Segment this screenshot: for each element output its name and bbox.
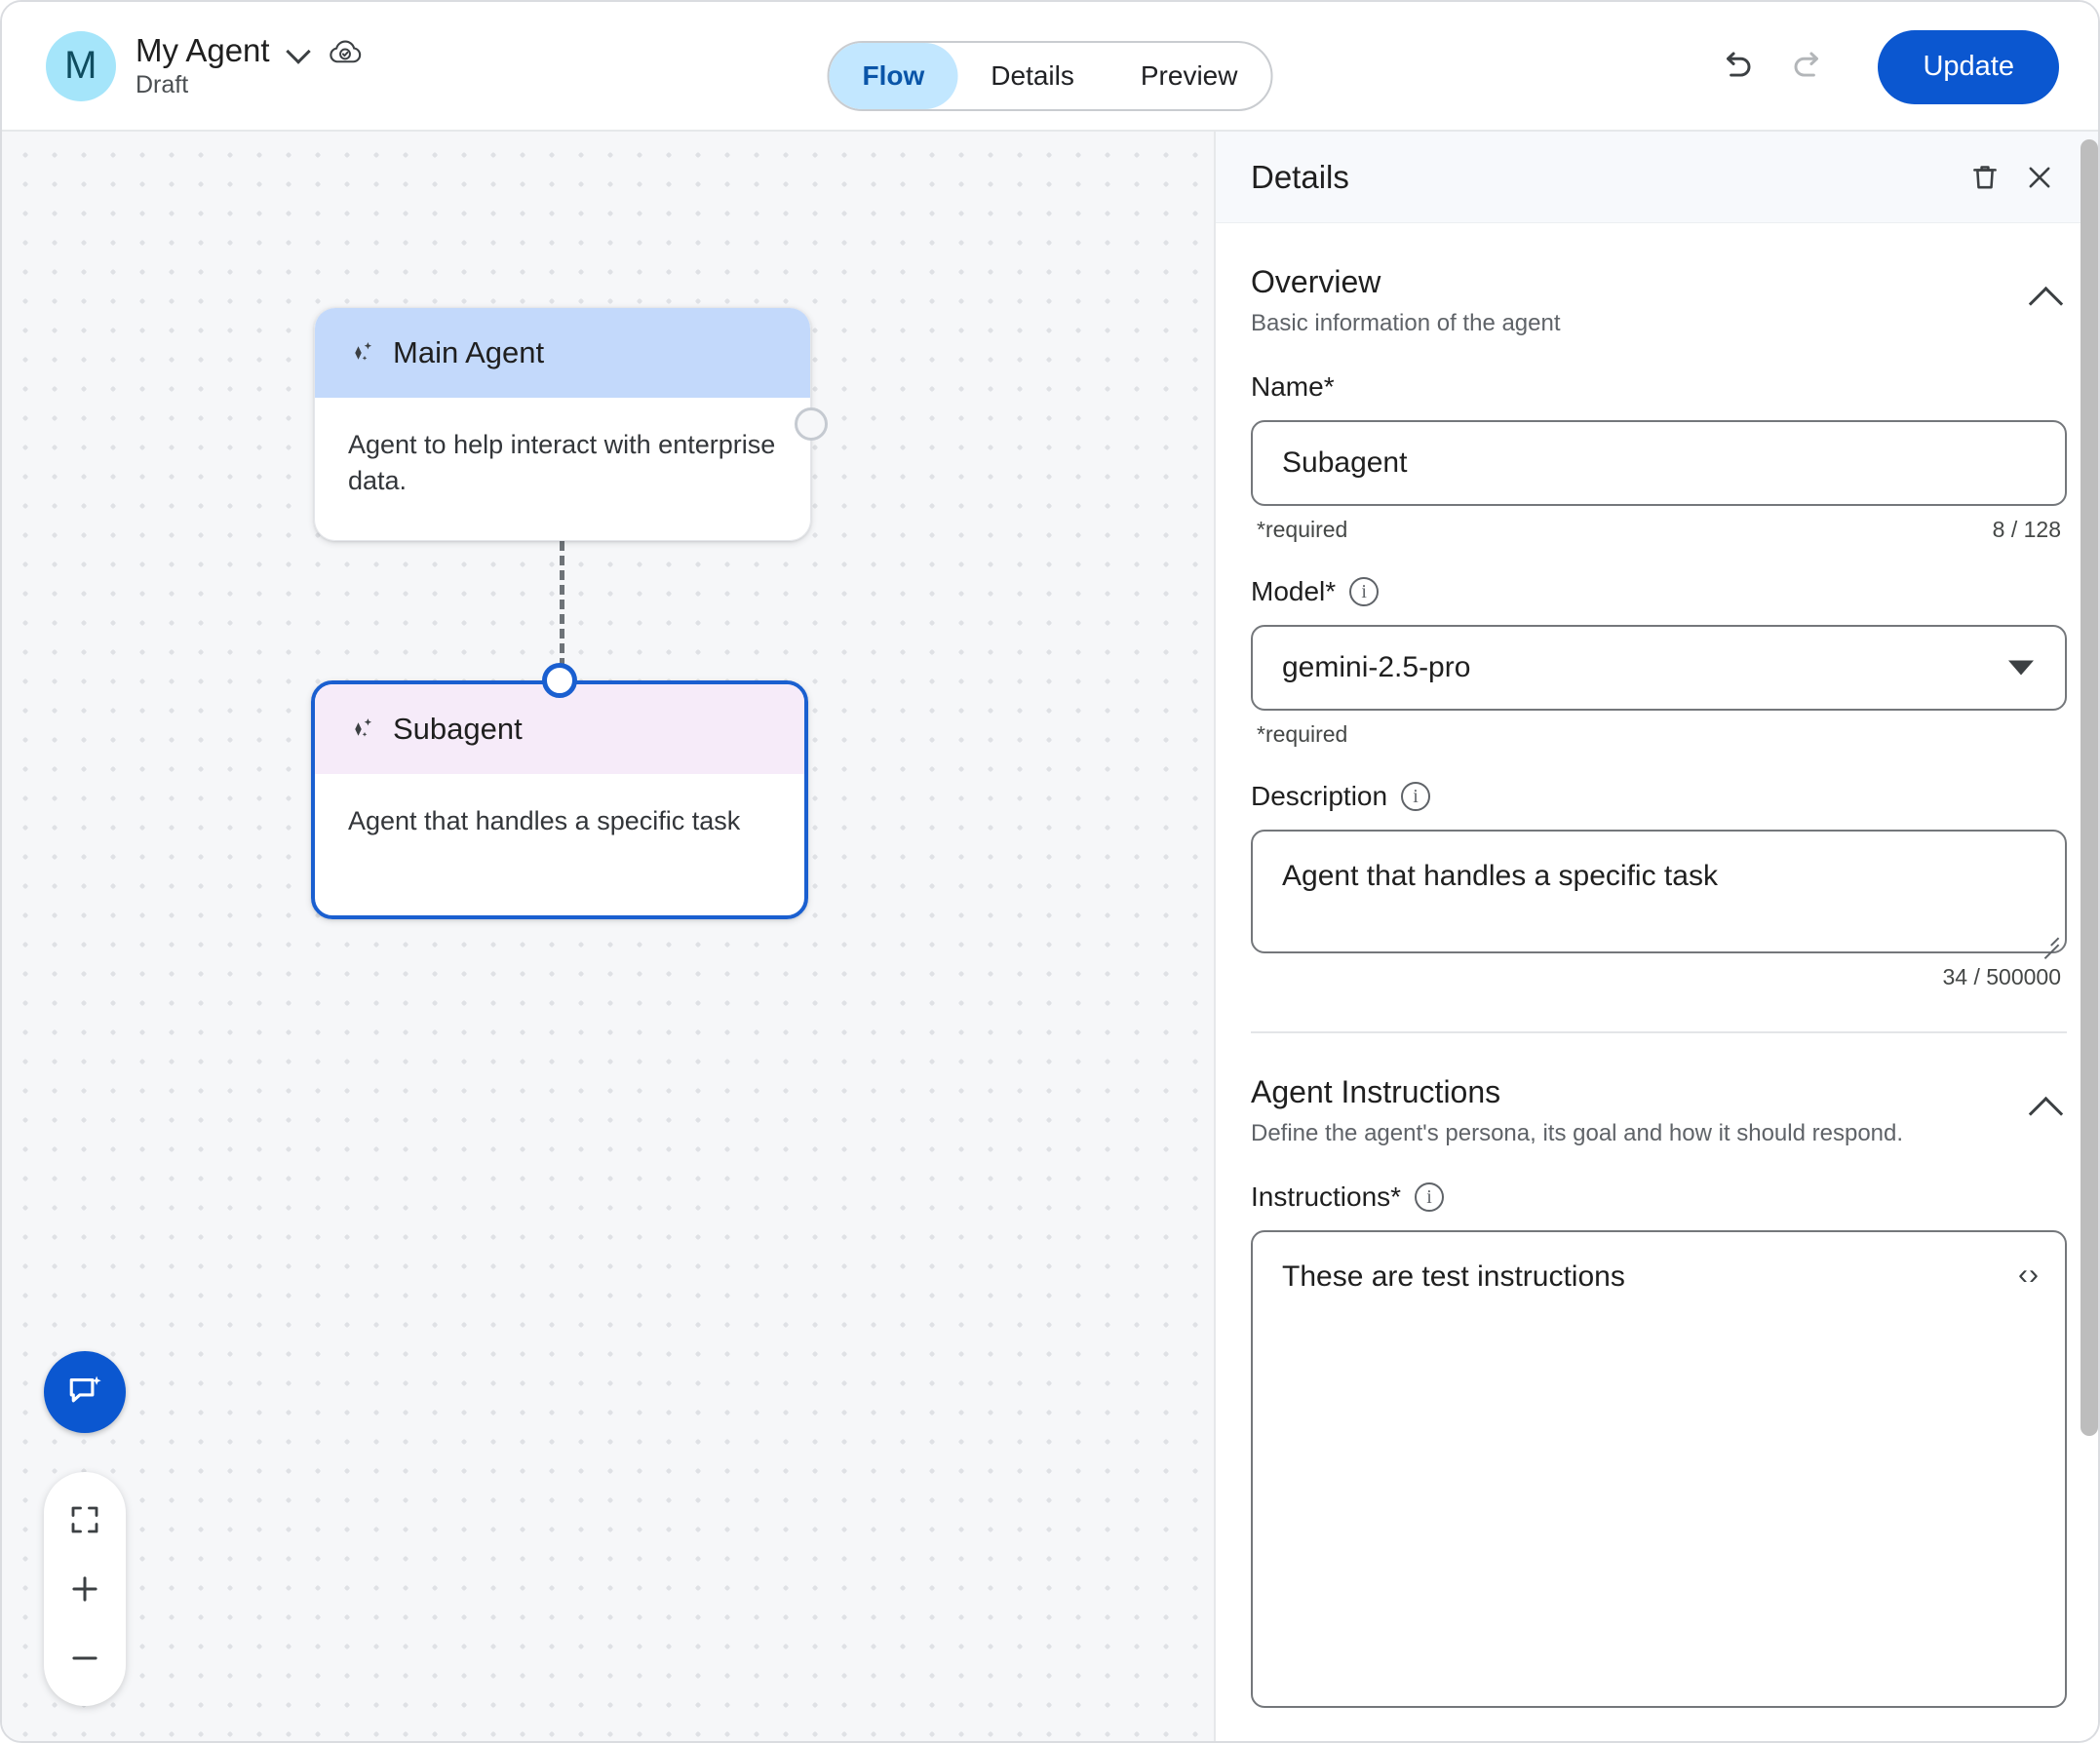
section-instructions-header: Agent Instructions Define the agent's pe…: [1251, 1072, 2067, 1148]
model-selected-value: gemini-2.5-pro: [1282, 651, 1471, 684]
details-panel-body[interactable]: Overview Basic information of the agent …: [1216, 223, 2098, 1741]
instructions-label-text: Instructions*: [1251, 1181, 1402, 1213]
details-panel: Details Overview Basic: [1214, 132, 2098, 1741]
name-counter: 8 / 128: [1992, 517, 2061, 543]
agent-brand: M My Agent Draft: [46, 30, 364, 101]
field-name: Name* Subagent *required 8 / 128: [1216, 371, 2098, 543]
description-textarea[interactable]: Agent that handles a specific task: [1251, 830, 2067, 954]
field-description: Description i Agent that handles a speci…: [1216, 781, 2098, 990]
name-input[interactable]: Subagent: [1251, 420, 2067, 507]
node-inner: Subagent Agent that handles a specific t…: [311, 680, 808, 919]
info-icon[interactable]: i: [1349, 577, 1380, 607]
page-title: My Agent: [136, 31, 270, 68]
cloud-saved-icon: [329, 40, 361, 62]
section-instructions-title: Agent Instructions: [1251, 1074, 1501, 1110]
description-counter: 34 / 500000: [1942, 964, 2061, 990]
description-label-text: Description: [1251, 781, 1388, 812]
section-overview-collapse-icon[interactable]: [2024, 276, 2067, 319]
brand-texts: My Agent Draft: [136, 32, 364, 100]
node-input-handle[interactable]: [542, 663, 577, 698]
name-label-text: Name*: [1251, 371, 1335, 403]
description-helper-row: 34 / 500000: [1251, 964, 2067, 990]
section-agent-instructions: Agent Instructions Define the agent's pe…: [1216, 1033, 2098, 1148]
field-instructions: Instructions* i These are test instructi…: [1216, 1181, 2098, 1709]
section-instructions-texts: Agent Instructions Define the agent's pe…: [1251, 1072, 2024, 1148]
details-panel-header: Details: [1216, 132, 2098, 223]
flow-node-subagent[interactable]: Subagent Agent that handles a specific t…: [311, 663, 808, 919]
redo-button[interactable]: [1772, 30, 1847, 104]
tab-flow[interactable]: Flow: [829, 43, 958, 109]
section-overview: Overview Basic information of the agent: [1216, 223, 2098, 338]
field-model: Model* i gemini-2.5-pro *required: [1216, 576, 2098, 748]
fit-screen-icon: [71, 1506, 98, 1533]
node-inner: Main Agent Agent to help interact with e…: [314, 307, 811, 541]
sparkle-icon: [355, 342, 372, 361]
minus-icon: [72, 1656, 97, 1660]
status-badge: Draft: [136, 71, 189, 99]
delete-button[interactable]: [1958, 150, 2012, 205]
sparkle-icon: [355, 718, 372, 737]
chat-assistant-button[interactable]: [44, 1351, 126, 1433]
section-overview-texts: Overview Basic information of the agent: [1251, 262, 2024, 338]
section-overview-header: Overview Basic information of the agent: [1251, 262, 2067, 338]
code-brackets-icon[interactable]: ‹›: [2018, 1259, 2040, 1292]
edge-main-to-subagent: [560, 541, 564, 682]
model-label: Model* i: [1251, 576, 2067, 607]
description-label: Description i: [1251, 781, 2067, 812]
fit-to-screen-button[interactable]: [53, 1491, 117, 1549]
name-helper-row: *required 8 / 128: [1251, 517, 2067, 543]
app-header: M My Agent Draft Flow Details Preview: [2, 2, 2098, 132]
flow-node-main-agent[interactable]: Main Agent Agent to help interact with e…: [314, 307, 828, 541]
flow-canvas[interactable]: Main Agent Agent to help interact with e…: [2, 132, 1214, 1741]
close-icon: [2029, 167, 2050, 187]
dropdown-caret-icon: [2008, 660, 2034, 676]
node-description: Agent that handles a specific task: [348, 806, 741, 835]
model-select[interactable]: gemini-2.5-pro: [1251, 625, 2067, 712]
plus-icon: [72, 1576, 97, 1602]
model-label-text: Model*: [1251, 576, 1337, 607]
name-label: Name*: [1251, 371, 2067, 403]
resize-handle[interactable]: [2038, 925, 2059, 947]
name-required-text: *required: [1257, 517, 1348, 543]
node-header: Subagent: [315, 684, 804, 774]
model-required-text: *required: [1257, 721, 1348, 748]
node-output-handle[interactable]: [795, 407, 828, 441]
brand-title-row: My Agent: [136, 32, 364, 69]
section-overview-title: Overview: [1251, 264, 1381, 299]
zoom-in-button[interactable]: [53, 1560, 117, 1618]
section-divider: [1251, 1031, 2067, 1034]
header-actions: Update: [1698, 2, 2059, 132]
update-button[interactable]: Update: [1878, 29, 2059, 104]
node-header: Main Agent: [315, 308, 810, 398]
trash-icon: [1973, 165, 1997, 188]
node-title: Subagent: [393, 712, 523, 746]
chevron-down-icon[interactable]: [286, 38, 311, 63]
details-panel-title: Details: [1251, 158, 1349, 195]
node-title: Main Agent: [393, 335, 545, 369]
canvas-zoom-controls: [44, 1472, 126, 1706]
info-icon[interactable]: i: [1415, 1182, 1445, 1213]
instructions-value: These are test instructions: [1282, 1260, 1625, 1294]
info-icon[interactable]: i: [1401, 782, 1431, 812]
redo-icon: [1794, 52, 1819, 77]
section-instructions-subtitle: Define the agent's persona, its goal and…: [1251, 1120, 1904, 1147]
chat-sparkle-icon: [69, 1375, 101, 1403]
view-tabs: Flow Details Preview: [827, 41, 1273, 111]
undo-icon: [1727, 52, 1751, 77]
undo-button[interactable]: [1698, 30, 1772, 104]
description-value: Agent that handles a specific task: [1282, 860, 1718, 893]
instructions-label: Instructions* i: [1251, 1181, 2067, 1213]
zoom-out-button[interactable]: [53, 1629, 117, 1687]
details-panel-scrollbar[interactable]: [2081, 139, 2098, 1436]
node-description: Agent to help interact with enterprise d…: [348, 430, 776, 495]
close-button[interactable]: [2012, 150, 2067, 205]
model-helper-row: *required: [1251, 721, 2067, 748]
avatar: M: [46, 30, 116, 101]
section-overview-subtitle: Basic information of the agent: [1251, 310, 1561, 336]
instructions-textarea[interactable]: These are test instructions ‹›: [1251, 1230, 2067, 1709]
section-instructions-collapse-icon[interactable]: [2024, 1086, 2067, 1129]
tab-details[interactable]: Details: [991, 60, 1074, 91]
tab-preview[interactable]: Preview: [1140, 60, 1238, 91]
